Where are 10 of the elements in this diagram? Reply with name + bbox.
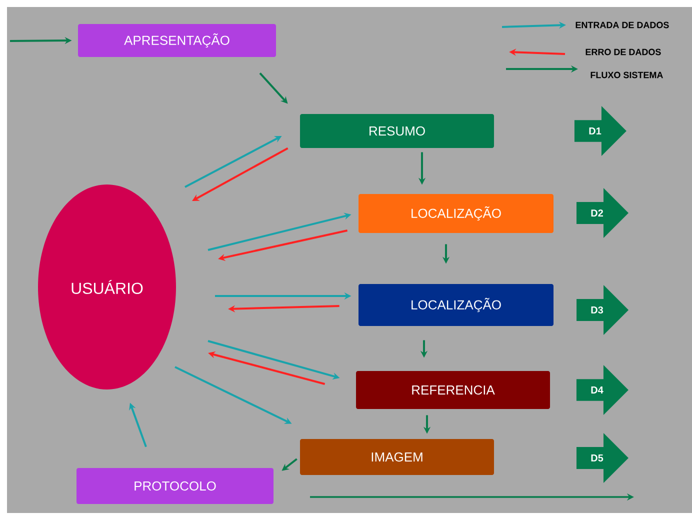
process-box: LOCALIZAÇÃO	[358, 194, 554, 233]
legend-text: ERRO DE DADOS	[586, 48, 661, 56]
process-box: PROTOCOLO	[76, 468, 274, 504]
process-box: REFERENCIA	[356, 371, 550, 409]
process-box: RESUMO	[300, 114, 494, 148]
process-box: APRESENTAÇÃO	[78, 24, 276, 57]
legend-text: ENTRADA DE DADOS	[576, 22, 669, 28]
legend-text: FLUXO SISTEMA	[590, 72, 663, 78]
process-box: LOCALIZAÇÃO	[358, 284, 554, 326]
process-box: IMAGEM	[300, 439, 494, 475]
